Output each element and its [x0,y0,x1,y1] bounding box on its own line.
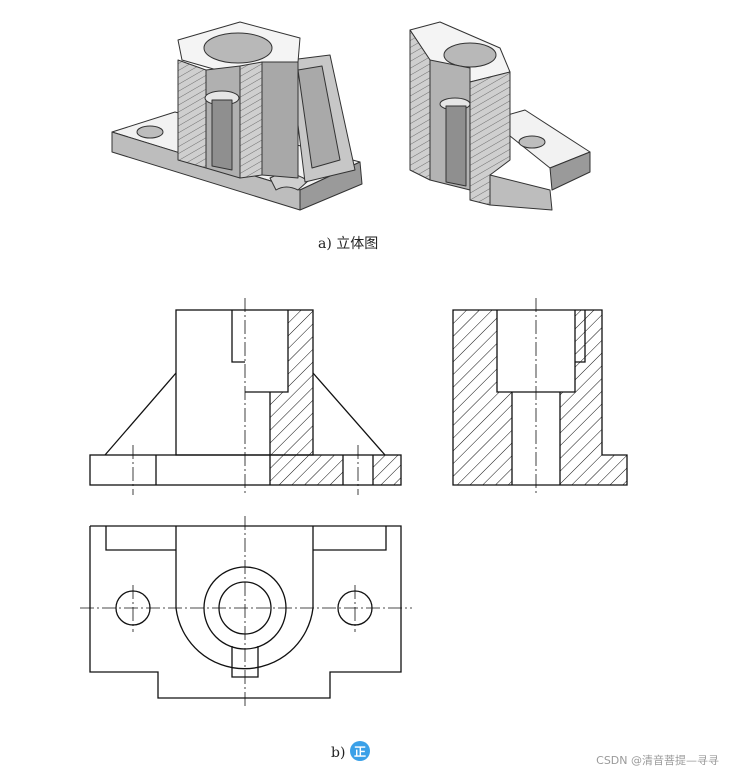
caption-a: a) 立体图 [318,236,379,252]
base-front-face [549,151,591,191]
caption-b: b) [331,745,346,761]
front-hatch-upper-right [270,310,343,485]
badge-icon: 正 [350,741,370,761]
top-slot-left [105,526,176,551]
base-front-section [489,174,553,211]
base-outline [89,454,402,486]
base-hole-left [136,125,164,139]
isometric-view-left [111,21,363,211]
center-lines [132,298,359,495]
isometric-view-right [409,21,591,211]
front-view [89,298,402,495]
front-hatch-base-right [373,455,401,485]
base-hole [518,135,546,149]
section-face-right [239,61,263,179]
cylinder-bore-top [443,42,497,68]
side-outline [452,309,628,486]
side-view [452,298,628,495]
rib-left [104,372,177,456]
side-hatch-left [453,310,512,485]
rib-right [312,372,386,456]
top-outline [89,525,402,699]
side-step [575,310,586,363]
cylinder-bore-top [203,32,273,64]
small-bore [445,105,467,187]
section-face-left [177,59,207,169]
top-center-lines [80,516,412,708]
top-slot-right [313,526,387,551]
watermark: CSDN @清音菩提—寻寻 [596,754,719,767]
cylinder-u-shape [175,526,314,670]
counterbore-right [245,310,289,393]
cylinder-front-face [261,61,299,179]
rib-inner [297,65,341,169]
side-hatch-right [560,310,627,485]
top-view [80,516,412,708]
counterbore-left [231,310,245,363]
small-bore [211,99,233,171]
